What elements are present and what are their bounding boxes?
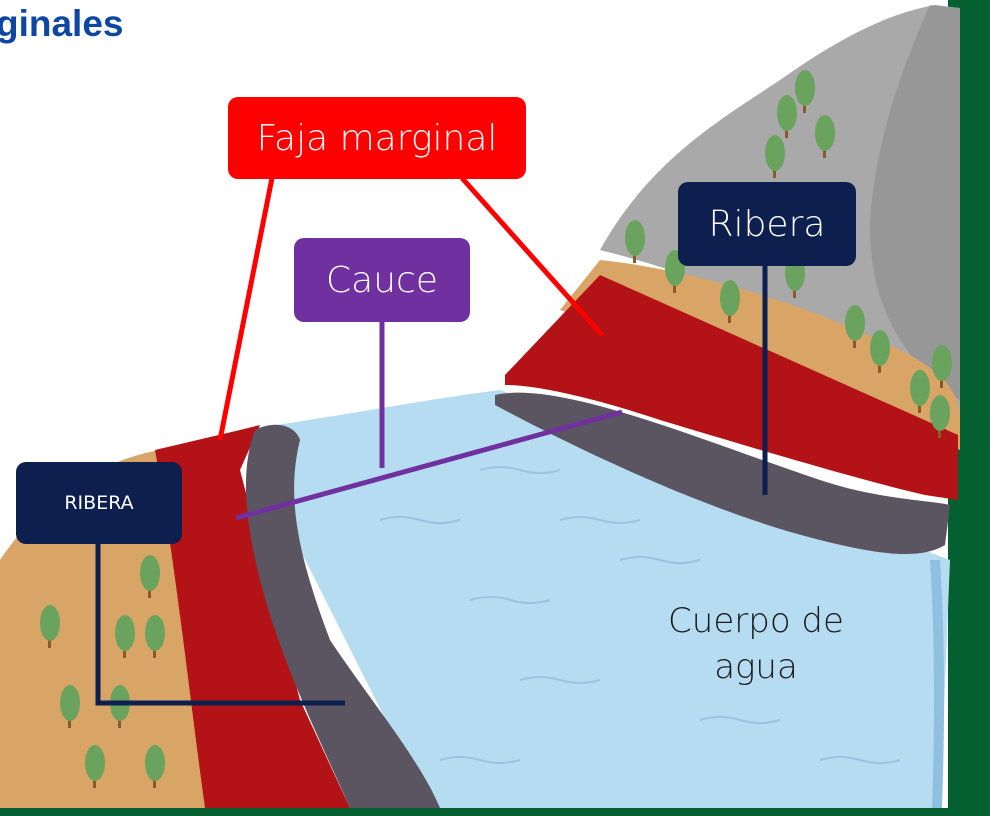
ribera-label-left: RIBERA: [16, 462, 182, 544]
left-riverbed: [245, 424, 440, 808]
water-label-line1: Cuerpo de: [668, 601, 844, 641]
tree-icon: [765, 135, 785, 178]
tree-icon: [795, 70, 815, 113]
tree-icon: [870, 330, 890, 373]
water-body-label: Cuerpo de agua: [640, 598, 872, 690]
cauce-label: Cauce: [294, 238, 470, 322]
right-riverbed: [495, 392, 950, 555]
ribera-label-right: Ribera: [678, 182, 856, 266]
tree-icon: [40, 605, 60, 648]
left-faja-band: [155, 425, 350, 808]
ribera-leaders: [95, 264, 768, 706]
water-right-edge: [930, 560, 945, 808]
bottom-border: [0, 808, 990, 816]
tree-icon: [145, 615, 165, 658]
tree-icon: [625, 220, 645, 263]
tree-icon: [910, 370, 930, 413]
tree-icon: [145, 745, 165, 788]
page-title: ginales: [0, 3, 124, 44]
tree-icon: [777, 95, 797, 138]
tree-icon: [845, 305, 865, 348]
right-faja-band: [505, 275, 958, 500]
rock-shadow: [869, 5, 960, 400]
tree-icon: [930, 395, 950, 438]
tree-icon: [815, 115, 835, 158]
tree-icon: [720, 280, 740, 323]
cauce-leaders: [235, 320, 623, 521]
faja-marginal-leaders: [217, 176, 604, 441]
tree-icon: [60, 685, 80, 728]
trees: [40, 70, 952, 788]
water-label-line2: agua: [714, 647, 798, 687]
faja-marginal-label: Faja marginal: [228, 97, 526, 179]
water-ripples: [379, 466, 901, 764]
tree-icon: [115, 615, 135, 658]
tree-icon: [932, 345, 952, 388]
tree-icon: [85, 745, 105, 788]
tree-icon: [140, 555, 160, 598]
